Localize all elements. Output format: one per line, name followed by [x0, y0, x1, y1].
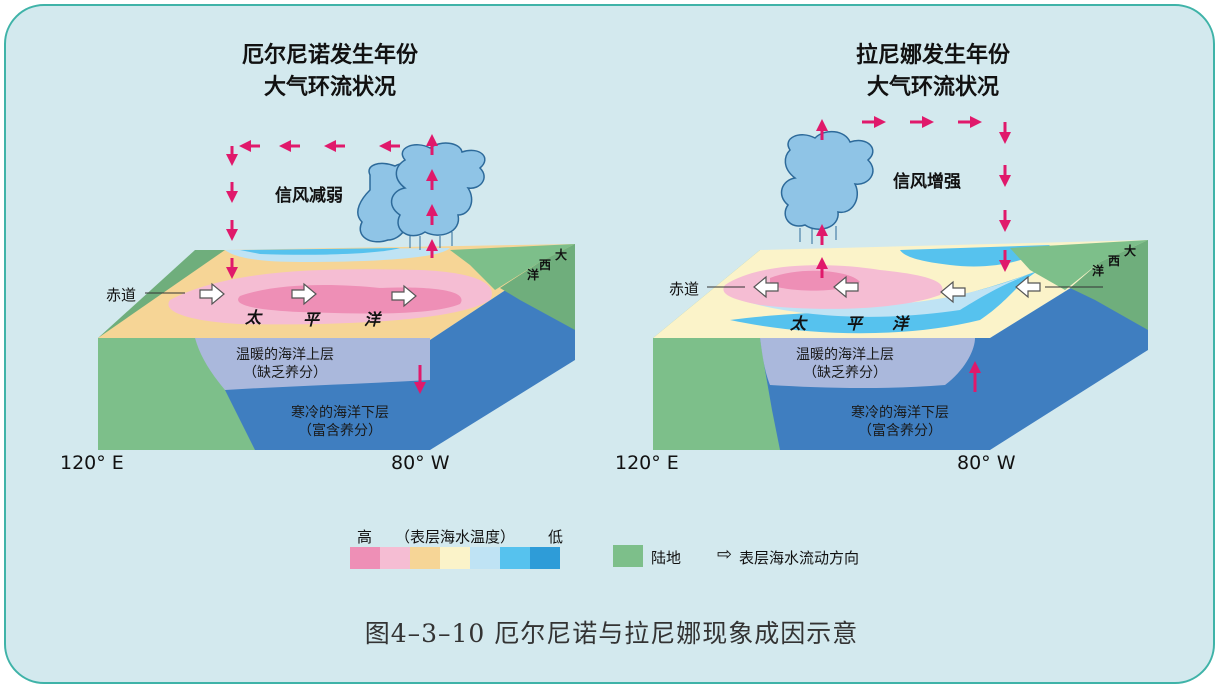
- la-nina-cold-layer-line2: （富含养分）: [858, 423, 942, 439]
- el-nino-warm-layer-line2: （缺乏养分）: [243, 365, 327, 381]
- el-nino-cold-layer-line2: （富含养分）: [298, 423, 382, 439]
- land-legend-swatch: [613, 545, 643, 567]
- el-nino-cold-layer-line1: 寒冷的海洋下层: [291, 405, 389, 421]
- la-nina-pacific-char-2: 平: [846, 314, 863, 333]
- cold-band-north: [240, 248, 400, 255]
- surface-current-arrows: [199, 282, 417, 308]
- walker-circulation-arrows: [226, 134, 438, 394]
- la-nina-block: [653, 116, 1148, 450]
- el-nino-block: [98, 134, 575, 450]
- temperature-swatch: [350, 547, 380, 569]
- la-nina-cold-layer-line1: 寒冷的海洋下层: [851, 405, 949, 421]
- el-nino-atlantic-char-1: 大: [555, 248, 568, 262]
- storm-clouds: [357, 142, 486, 250]
- el-nino-pacific-char-3: 洋: [364, 310, 381, 329]
- front-land-left: [98, 338, 255, 450]
- east-face-land: [1070, 240, 1148, 330]
- current-legend-label: 表层海水流动方向: [739, 549, 860, 567]
- land-legend-label: 陆地: [651, 549, 682, 567]
- surface-current-arrows: [753, 275, 1041, 304]
- temperature-swatch: [410, 547, 440, 569]
- la-nina-title-line1: 拉尼娜发生年份: [855, 43, 1010, 68]
- storm-clouds: [780, 130, 874, 244]
- legend-low-label: 低: [548, 528, 564, 546]
- el-nino-lon-east: 80° W: [391, 452, 450, 474]
- el-nino-warm-layer-line1: 温暖的海洋上层: [236, 347, 334, 363]
- el-nino-pacific-char-2: 平: [303, 310, 320, 329]
- la-nina-warm-layer-line1: 温暖的海洋上层: [796, 347, 894, 363]
- la-nina-title: 拉尼娜发生年份 大气环流状况: [803, 40, 1063, 104]
- el-nino-wind-label: 信风减弱: [275, 186, 343, 206]
- el-nino-lon-west: 120° E: [60, 452, 124, 474]
- legend-scale-label: （表层海水温度）: [395, 528, 516, 546]
- figure-caption: 图4–3–10 厄尔尼诺与拉尼娜现象成因示意: [364, 619, 859, 648]
- land-americas-top: [450, 244, 575, 290]
- current-arrow-icon: ⇨: [717, 544, 733, 565]
- el-nino-atlantic-char-2: 西: [539, 258, 552, 272]
- la-nina-title-line2: 大气环流状况: [866, 75, 999, 100]
- el-nino-warm-layer-label: 温暖的海洋上层 （缺乏养分）: [210, 346, 360, 382]
- walker-circulation-arrows: [816, 116, 1011, 392]
- el-nino-title-line2: 大气环流状况: [263, 75, 396, 100]
- hot-core-band: [238, 285, 462, 314]
- temperature-swatch: [530, 547, 560, 569]
- el-nino-cold-layer-label: 寒冷的海洋下层 （富含养分）: [265, 404, 415, 440]
- la-nina-cold-layer-label: 寒冷的海洋下层 （富含养分）: [825, 404, 975, 440]
- la-nina-warm-layer-label: 温暖的海洋上层 （缺乏养分）: [770, 346, 920, 382]
- cold-tongue-band: [730, 270, 1040, 334]
- el-nino-pacific-char-1: 太: [245, 308, 262, 327]
- east-face-land: [500, 244, 575, 330]
- land-americas-top: [1010, 240, 1148, 290]
- la-nina-atlantic-char-1: 大: [1124, 244, 1137, 258]
- temperature-swatch: [380, 547, 410, 569]
- el-nino-atlantic-char-3: 洋: [527, 268, 540, 282]
- temperature-swatch: [440, 547, 470, 569]
- la-nina-pacific-char-1: 太: [790, 314, 807, 333]
- warm-layer: [760, 338, 975, 389]
- el-nino-equator-label: 赤道: [106, 286, 137, 304]
- front-land-left: [653, 338, 780, 450]
- temperature-swatch: [500, 547, 530, 569]
- la-nina-atlantic-char-3: 洋: [1092, 264, 1105, 278]
- temperature-swatch: [470, 547, 500, 569]
- warm-layer: [195, 338, 430, 390]
- la-nina-lon-east: 80° W: [957, 452, 1016, 474]
- legend-high-label: 高: [357, 528, 373, 546]
- la-nina-wind-label: 信风增强: [893, 172, 961, 192]
- el-nino-title-line1: 厄尔尼诺发生年份: [241, 43, 418, 68]
- la-nina-equator-label: 赤道: [669, 280, 700, 298]
- la-nina-pacific-char-3: 洋: [892, 314, 909, 333]
- el-nino-title: 厄尔尼诺发生年份 大气环流状况: [200, 40, 460, 104]
- la-nina-atlantic-char-2: 西: [1108, 254, 1121, 268]
- la-nina-warm-layer-line2: （缺乏养分）: [803, 365, 887, 381]
- la-nina-lon-west: 120° E: [615, 452, 679, 474]
